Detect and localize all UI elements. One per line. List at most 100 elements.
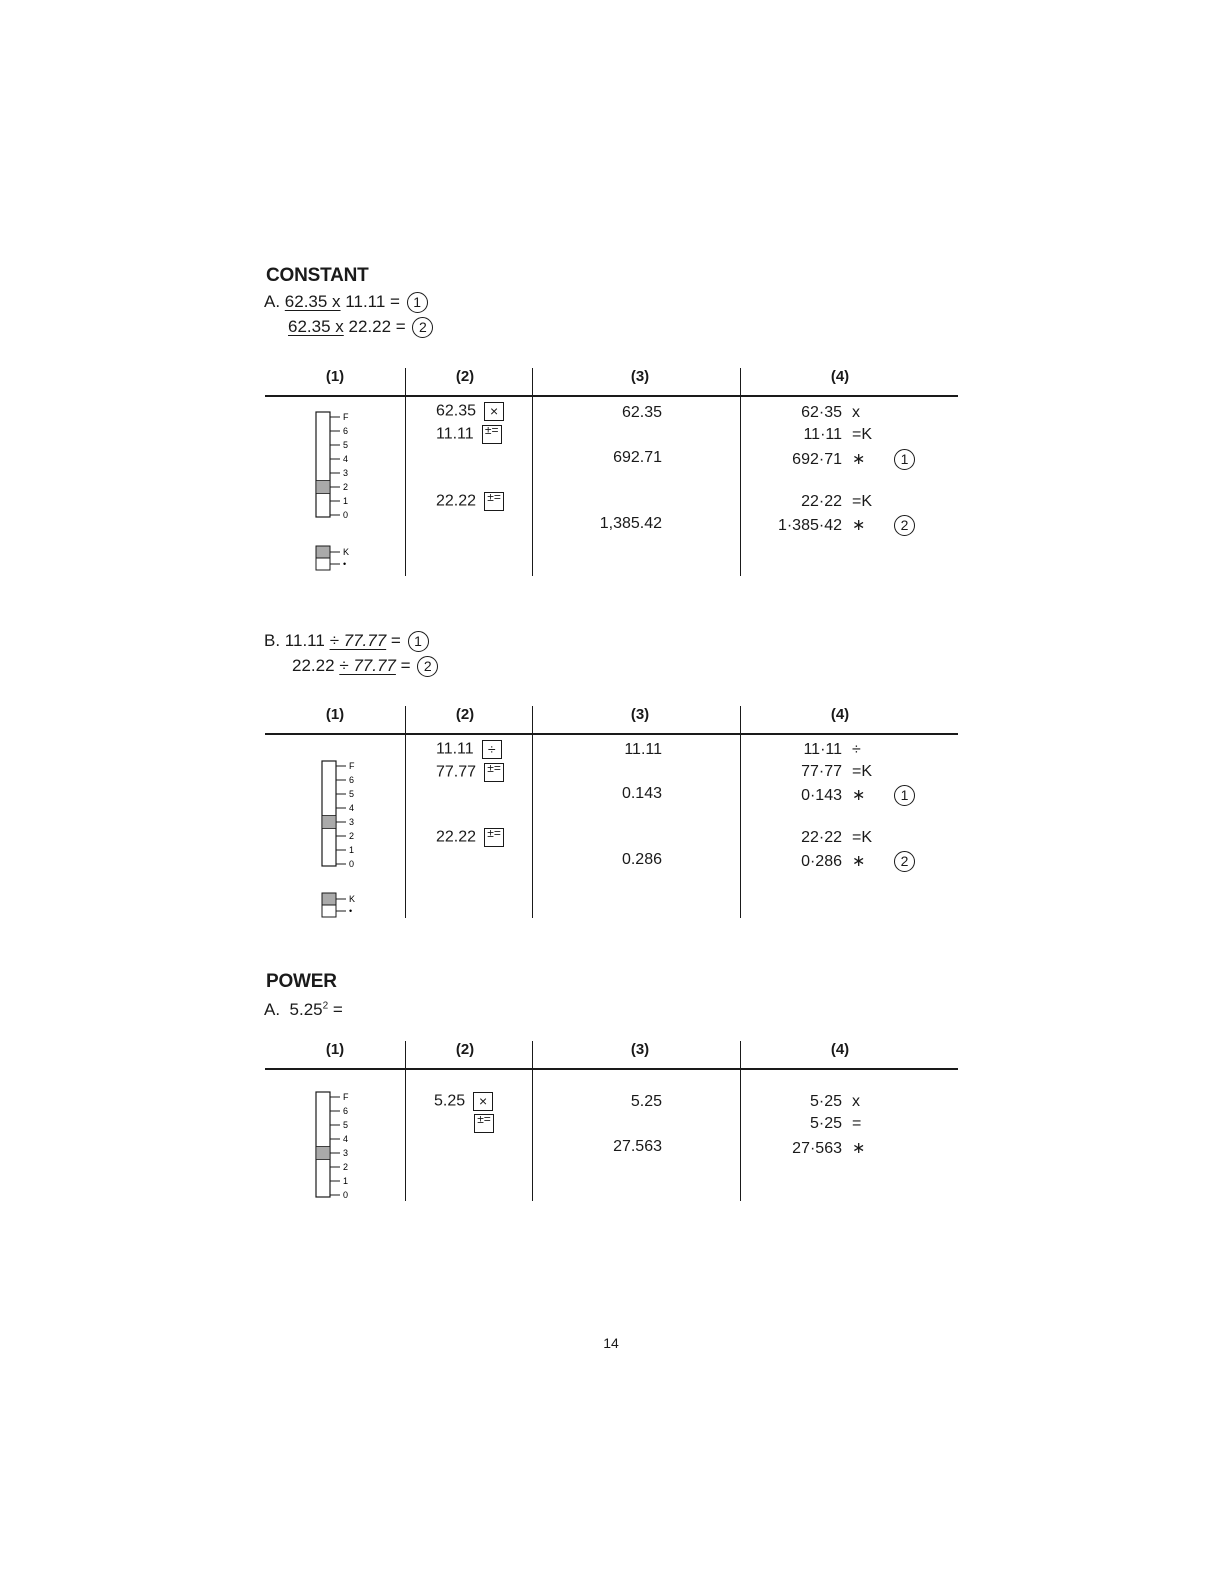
gauge-label: 6 [349,775,354,785]
divisor-underlined: ÷ 77.77 [339,656,396,675]
column-divider [532,1041,533,1201]
display-value: 0.286 [621,851,662,868]
gauge-label: 1 [343,496,348,506]
dividend: 11.11 [284,631,325,650]
power-heading: POWER [266,971,337,992]
plus-minus-equal-key-icon: ±= [474,1113,494,1133]
header-rule [265,733,958,735]
display-value: 692.71 [613,449,662,466]
power-exponent: 2 [322,1000,329,1012]
display-value: 0.143 [621,785,662,802]
gauge-k-label: • [343,559,346,569]
gauge-label: F [349,761,355,771]
gauge-label: 5 [349,789,354,799]
col-header-4: (4) [830,706,850,723]
gauge-k-label: • [349,906,352,916]
gauge-label: F [343,1092,349,1102]
key-entry-row: 22.22±= [436,491,505,511]
equation-a1: A. 62.35 x 11.11 = 1 [264,292,428,314]
column-divider [740,1041,741,1201]
column-divider [740,706,741,918]
tape-line: 22·22=K [801,493,873,510]
factor-underlined: 62.35 x [288,317,344,336]
power-base: 5.25 [289,1000,323,1019]
key-entry-row: 5.25× [434,1092,494,1111]
divide-key-icon: ÷ [481,740,502,759]
result-marker-circle: 1 [406,292,428,314]
column-divider [740,368,741,576]
tape-line: 11·11÷ [803,741,861,758]
gauge-label: 3 [349,817,354,827]
factor: 22.22 = [348,317,406,336]
gauge-label: 1 [343,1176,348,1186]
col-header-2: (2) [455,706,475,723]
key-entry-row: 11.11÷ [436,740,502,759]
dividend: 22.22 [292,656,335,675]
column-divider [532,368,533,576]
column-divider [405,1041,406,1201]
key-entry-row: 11.11±= [436,424,502,444]
gauge-label: 0 [349,859,354,869]
result-marker-circle: 1 [894,449,915,471]
col-header-1: (1) [325,368,345,385]
header-rule [265,1068,958,1070]
result-marker-circle: 2 [894,851,915,873]
result-marker-circle: 2 [417,656,439,678]
tape-line: 27·563∗ [792,1140,866,1157]
display-value: 62.35 [621,404,662,421]
col-header-1: (1) [325,1041,345,1058]
gauge-label: 4 [349,803,354,813]
gauge-label: 5 [343,440,348,450]
gauge-label: 2 [343,482,348,492]
constant-heading: CONSTANT [266,265,369,286]
equation-a2: 62.35 x 22.22 = 2 [288,317,434,339]
display-value: 11.11 [624,741,662,758]
gauge-label: 4 [343,1134,348,1144]
gauge-label: 0 [343,510,348,520]
factor: 11.11 = [345,292,400,311]
column-divider [405,368,406,576]
col-header-4: (4) [830,368,850,385]
col-header-2: (2) [455,1041,475,1058]
gauge-label: 2 [349,831,354,841]
tape-line: 11·11=K [803,426,873,443]
gauge-label: 4 [343,454,348,464]
col-header-3: (3) [630,706,650,723]
tape-line: 1·385·42∗2 [770,515,915,537]
result-marker-circle: 1 [407,631,429,653]
factor-underlined: 62.35 x [284,292,341,311]
col-header-1: (1) [325,706,345,723]
column-divider [405,706,406,918]
col-header-2: (2) [455,368,475,385]
gauge-label: 5 [343,1120,348,1130]
tape-line: 0·286∗2 [770,851,915,873]
equation-prefix: A. [264,1000,281,1019]
decimal-selector-gauge-icon: F 6 5 4 3 2 1 0 [315,1091,349,1200]
gauge-label: 2 [343,1162,348,1172]
tape-line: 77·77=K [801,763,873,780]
gauge-label: 3 [343,468,348,478]
col-header-3: (3) [630,368,650,385]
col-header-4: (4) [830,1041,850,1058]
equation-b1: B. 11.11 ÷ 77.77 = 1 [264,631,429,653]
gauge-k-label: K [343,547,349,557]
key-entry-row: ±= [474,1113,494,1133]
gauge-label: 6 [343,426,348,436]
equation-prefix: B. [264,631,281,650]
display-value: 1,385.42 [599,515,662,532]
equation-power: A. 5.252 = [264,1000,343,1019]
gauge-label: 0 [343,1190,348,1200]
gauge-label: 1 [349,845,354,855]
page-number: 14 [603,1335,619,1351]
tape-line: 692·71∗1 [770,449,915,471]
col-header-3: (3) [630,1041,650,1058]
multiply-key-icon: × [484,402,505,421]
gauge-label: 6 [343,1106,348,1116]
plus-minus-equal-key-icon: ±= [484,762,505,782]
result-marker-circle: 2 [894,515,915,537]
gauge-label: F [343,412,349,422]
result-marker-circle: 1 [894,785,915,807]
gauge-label: 3 [343,1148,348,1158]
